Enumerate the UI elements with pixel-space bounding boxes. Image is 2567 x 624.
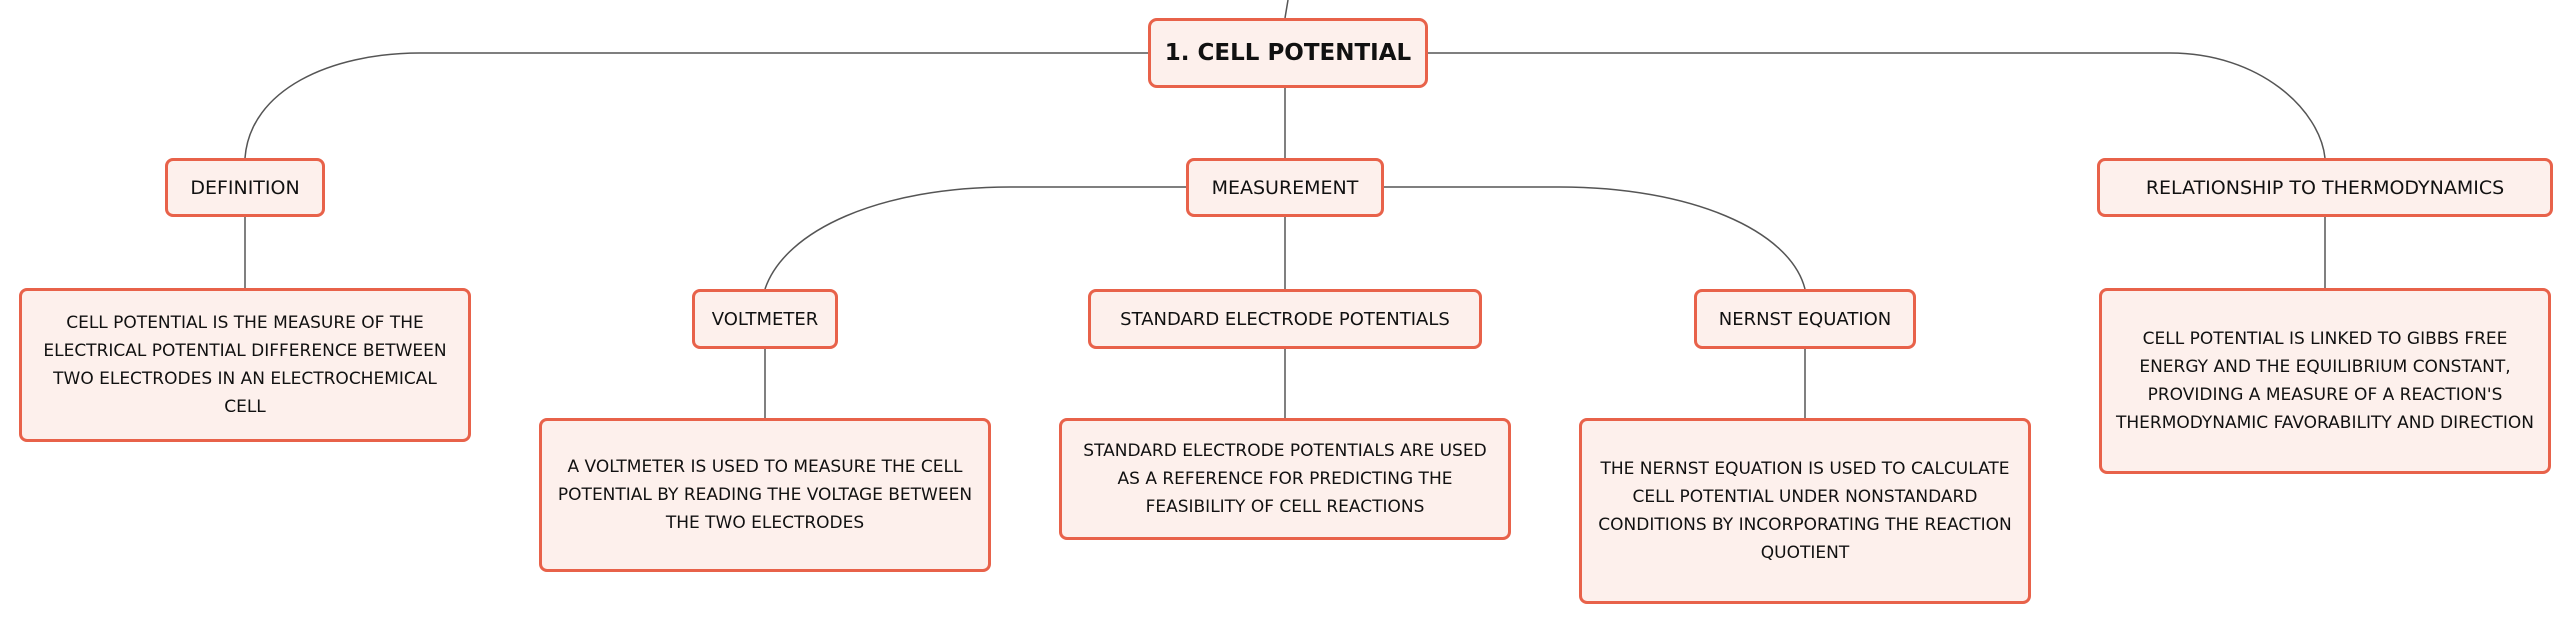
connector-root-to-thermodynamics	[1428, 52, 2326, 159]
definition-text-node[interactable]: CELL POTENTIAL IS THE MEASURE OF THE ELE…	[19, 288, 471, 442]
nernst-equation-text: THE NERNST EQUATION IS USED TO CALCULATE…	[1598, 459, 2012, 563]
voltmeter-text-node[interactable]: A VOLTMETER IS USED TO MEASURE THE CELL …	[539, 418, 991, 572]
voltmeter-text: A VOLTMETER IS USED TO MEASURE THE CELL …	[557, 457, 973, 533]
standard-electrode-potentials-node[interactable]: STANDARD ELECTRODE POTENTIALS	[1088, 289, 1482, 349]
standard-electrode-potentials-label: STANDARD ELECTRODE POTENTIALS	[1120, 308, 1450, 330]
root-label: 1. CELL POTENTIAL	[1164, 40, 1412, 66]
root-node[interactable]: 1. CELL POTENTIAL	[1148, 18, 1428, 88]
measurement-node[interactable]: MEASUREMENT	[1186, 158, 1384, 217]
connector-parent-to-root	[1284, 0, 1289, 19]
thermodynamics-text: CELL POTENTIAL IS LINKED TO GIBBS FREE E…	[2115, 329, 2535, 433]
measurement-label: MEASUREMENT	[1211, 176, 1359, 199]
connector-root-to-definition	[244, 52, 1148, 159]
thermodynamics-node[interactable]: RELATIONSHIP TO THERMODYNAMICS	[2097, 158, 2553, 217]
connector-measurement-to-nernst	[1384, 186, 1806, 290]
standard-electrode-potentials-text-node[interactable]: STANDARD ELECTRODE POTENTIALS ARE USED A…	[1059, 418, 1511, 540]
voltmeter-label: VOLTMETER	[711, 308, 819, 330]
connector-measurement-to-voltmeter	[764, 186, 1186, 290]
voltmeter-node[interactable]: VOLTMETER	[692, 289, 838, 349]
nernst-equation-label: NERNST EQUATION	[1718, 308, 1892, 330]
standard-electrode-potentials-text: STANDARD ELECTRODE POTENTIALS ARE USED A…	[1083, 441, 1487, 517]
thermodynamics-label: RELATIONSHIP TO THERMODYNAMICS	[2145, 176, 2505, 199]
thermodynamics-text-node[interactable]: CELL POTENTIAL IS LINKED TO GIBBS FREE E…	[2099, 288, 2551, 474]
definition-node[interactable]: DEFINITION	[165, 158, 325, 217]
nernst-equation-node[interactable]: NERNST EQUATION	[1694, 289, 1916, 349]
definition-label: DEFINITION	[190, 176, 300, 199]
definition-text: CELL POTENTIAL IS THE MEASURE OF THE ELE…	[43, 313, 447, 417]
nernst-equation-text-node[interactable]: THE NERNST EQUATION IS USED TO CALCULATE…	[1579, 418, 2031, 604]
